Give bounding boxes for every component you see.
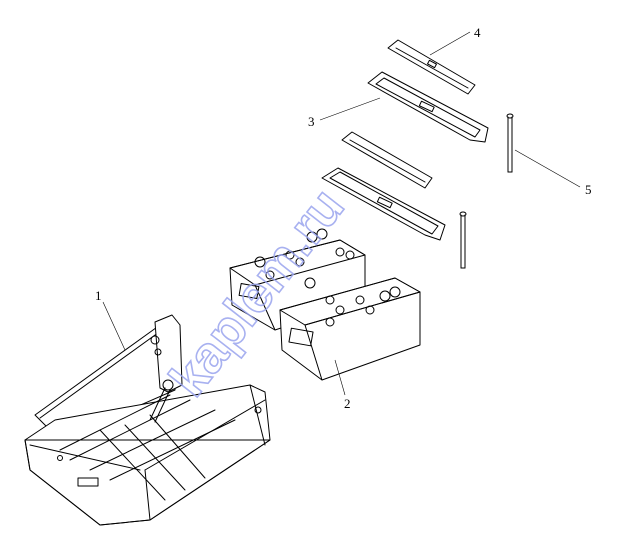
callout-5: 5: [585, 182, 592, 197]
battery-pair: [229, 228, 421, 381]
tie-bolt-right: [506, 113, 514, 173]
clamp-strip-lower: [341, 131, 433, 189]
callout-4: 4: [474, 25, 481, 40]
callout-1: 1: [95, 288, 102, 303]
callout-2: 2: [344, 396, 351, 411]
clamp-strip-upper: [387, 39, 476, 95]
tie-bolt-left: [459, 211, 467, 269]
callout-3: 3: [308, 114, 315, 129]
battery-box: [24, 314, 271, 526]
hold-down-frame-lower: [321, 167, 446, 241]
hold-down-frame-upper: [367, 71, 489, 143]
leader-lines: [102, 31, 581, 396]
